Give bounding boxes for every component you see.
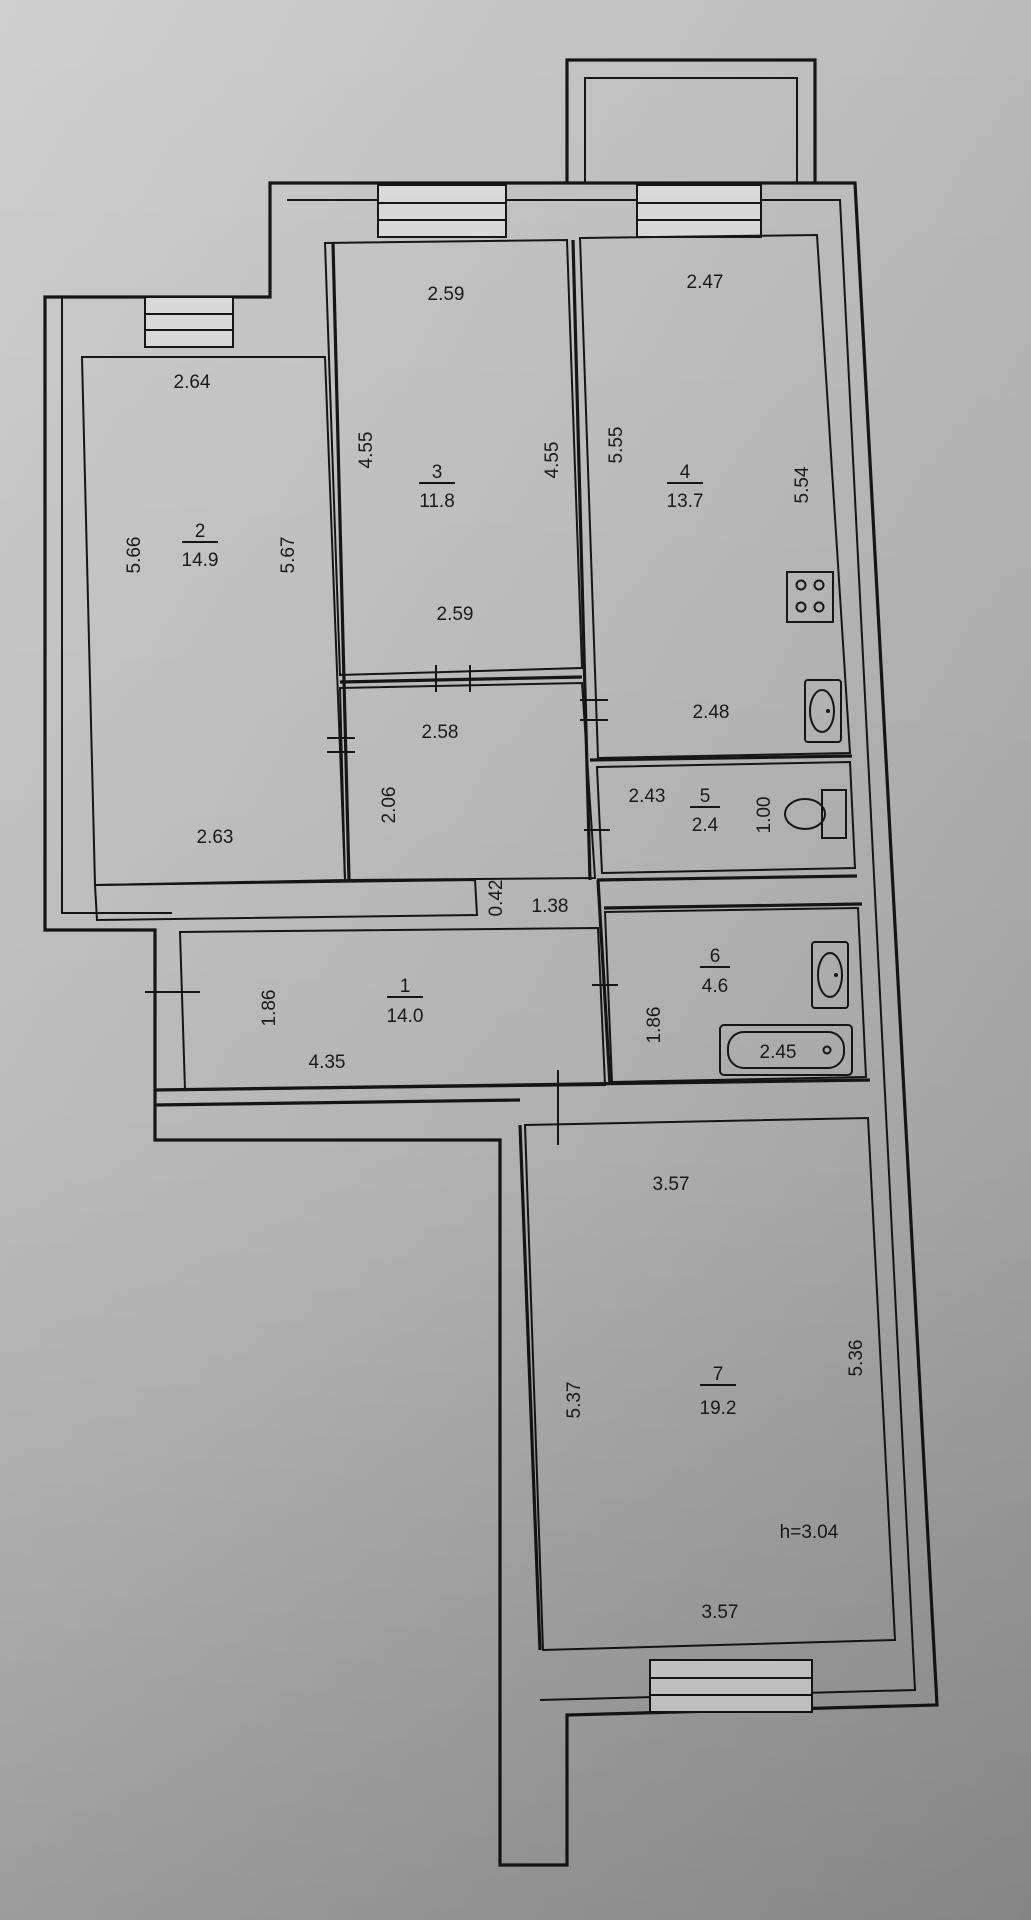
dim-r4-left: 5.55 [606, 427, 627, 464]
dim-r2-top: 2.64 [174, 372, 211, 393]
dim-r1-bottom: 4.35 [309, 1052, 346, 1073]
dim-r2-left: 5.66 [124, 537, 145, 574]
room-number: 5 [700, 786, 711, 807]
dim-bath-length: 2.45 [760, 1042, 797, 1063]
dim-r4-right: 5.54 [792, 466, 813, 503]
ceiling-height: h=3.04 [780, 1522, 839, 1543]
room-area: 13.7 [667, 491, 704, 512]
dim-r7-left: 5.37 [564, 1382, 585, 1419]
dim-r7-bottom: 3.57 [702, 1602, 739, 1623]
window-room-4 [636, 184, 762, 238]
dim-hall-top: 2.58 [422, 722, 459, 743]
window-room-7 [649, 1659, 813, 1713]
room-area: 2.4 [692, 815, 719, 836]
dim-r2-bottom: 2.63 [197, 827, 234, 848]
room-area: 4.6 [702, 976, 728, 997]
room-number: 3 [432, 462, 443, 483]
dim-r7-right: 5.36 [846, 1340, 867, 1377]
dim-r3-top: 2.59 [428, 284, 465, 305]
room-number: 2 [195, 521, 206, 542]
room-area: 14.0 [387, 1006, 424, 1027]
dim-r7-top: 3.57 [653, 1174, 690, 1195]
window-room-3 [377, 184, 507, 238]
room-area: 19.2 [700, 1398, 737, 1419]
room-number: 6 [710, 946, 721, 967]
dim-r5-depth: 1.00 [754, 797, 775, 834]
dim-r6-side: 1.86 [644, 1007, 665, 1044]
window-room-2 [144, 296, 234, 348]
dim-hall-width: 1.38 [532, 896, 569, 917]
dim-hall-side: 2.06 [379, 787, 400, 824]
dim-hall-step: 0.42 [486, 880, 507, 917]
dim-r3-bottom: 2.59 [437, 604, 474, 625]
room-area: 11.8 [419, 491, 455, 512]
room-number: 4 [680, 462, 691, 483]
dim-r3-left: 4.55 [356, 432, 377, 469]
dim-r4-top: 2.47 [687, 272, 724, 293]
dim-r5-width: 2.43 [629, 786, 666, 807]
room-area: 14.9 [182, 550, 219, 571]
room-number: 7 [713, 1364, 724, 1385]
dim-r1-side: 1.86 [259, 990, 280, 1027]
dim-r2-right: 5.67 [278, 537, 299, 574]
room-number: 1 [400, 976, 411, 997]
dim-r4-bottom: 2.48 [693, 702, 730, 723]
dim-r3-right: 4.55 [542, 442, 563, 479]
